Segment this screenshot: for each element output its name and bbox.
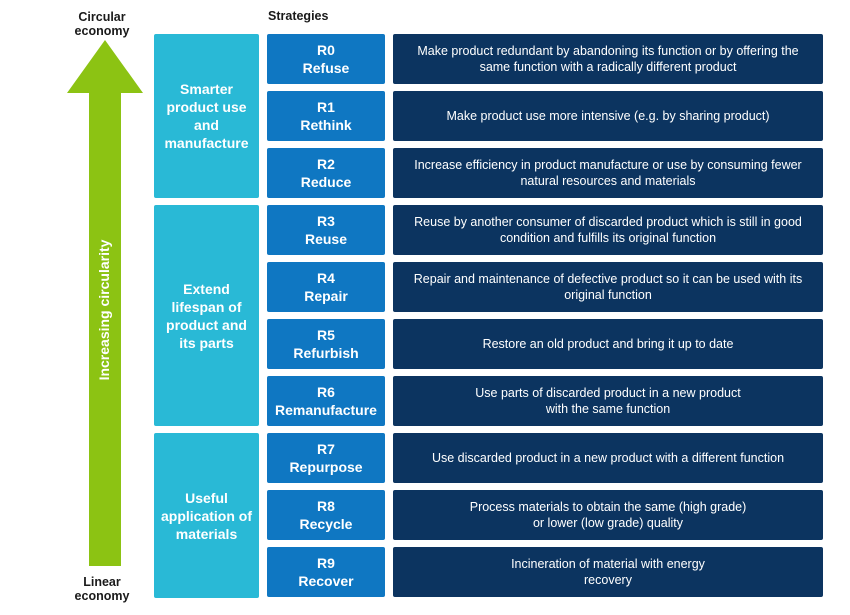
strategy-name: Repair <box>304 288 348 304</box>
description-text: Make product use more intensive (e.g. by… <box>446 109 770 123</box>
group-smarter-use: Smarter product use and manufacture <box>154 34 259 198</box>
group-label: Smarter product use and manufacture <box>164 81 249 151</box>
strategy-code: R3 <box>317 213 335 229</box>
strategy-description-r0: Make product redundant by abandoning its… <box>393 34 823 84</box>
strategy-description-r1: Make product use more intensive (e.g. by… <box>393 91 823 141</box>
increasing-circularity-arrow <box>67 40 143 566</box>
description-text: Use discarded product in a new product w… <box>431 451 785 465</box>
strategy-code: R9 <box>317 555 335 571</box>
description-text: Reuse by another consumer of discarded p… <box>414 215 802 245</box>
strategy-name: Refurbish <box>293 345 359 361</box>
strategy-code-r7: R7 Repurpose <box>267 433 385 483</box>
description-text: Restore an old product and bring it up t… <box>482 337 734 351</box>
strategy-name: Remanufacture <box>275 402 377 418</box>
strategy-description-r9: Incineration of material with energy rec… <box>393 547 823 597</box>
strategy-code: R8 <box>317 498 335 514</box>
strategy-code: R2 <box>317 156 335 172</box>
strategy-code-r0: R0 Refuse <box>267 34 385 84</box>
strategy-code-r4: R4 Repair <box>267 262 385 312</box>
strategy-code-r5: R5 Refurbish <box>267 319 385 369</box>
strategy-code: R0 <box>317 42 335 58</box>
strategy-name: Recycle <box>299 516 353 532</box>
strategy-code: R7 <box>317 441 335 457</box>
strategy-description-r6: Use parts of discarded product in a new … <box>393 376 823 426</box>
strategy-code-r3: R3 Reuse <box>267 205 385 255</box>
strategy-name: Refuse <box>302 60 350 76</box>
strategy-description-r4: Repair and maintenance of defective prod… <box>393 262 823 312</box>
group-useful-application: Useful application of materials <box>154 433 259 598</box>
strategy-description-r2: Increase efficiency in product manufactu… <box>393 148 823 198</box>
circular-economy-label: Circular economy <box>74 10 130 38</box>
linear-economy-label: Linear economy <box>74 575 130 603</box>
group-extend-lifespan: Extend lifespan of product and its parts <box>154 205 259 426</box>
strategy-name: Reuse <box>304 231 348 247</box>
strategy-name: Reduce <box>300 174 352 190</box>
strategy-description-r8: Process materials to obtain the same (hi… <box>393 490 823 540</box>
strategy-code: R5 <box>317 327 335 343</box>
strategy-name: Rethink <box>300 117 352 133</box>
strategy-description-r5: Restore an old product and bring it up t… <box>393 319 823 369</box>
strategy-description-r7: Use discarded product in a new product w… <box>393 433 823 483</box>
strategy-code: R4 <box>317 270 335 286</box>
arrow-shape <box>67 40 143 566</box>
strategy-code-r2: R2 Reduce <box>267 148 385 198</box>
strategy-description-r3: Reuse by another consumer of discarded p… <box>393 205 823 255</box>
strategy-code-r1: R1 Rethink <box>267 91 385 141</box>
strategies-title: Strategies <box>268 9 329 23</box>
increasing-circularity-label: Increasing circularity <box>96 239 112 381</box>
group-label: Useful application of materials <box>161 489 252 542</box>
strategy-code: R6 <box>317 384 335 400</box>
strategy-code: R1 <box>317 99 335 115</box>
description-text: Repair and maintenance of defective prod… <box>413 272 803 302</box>
description-text: Use parts of discarded product in a new … <box>475 386 741 416</box>
strategy-code-r9: R9 Recover <box>267 547 385 597</box>
description-text: Incineration of material with energy rec… <box>511 557 705 587</box>
description-text: Process materials to obtain the same (hi… <box>469 500 747 530</box>
strategy-code-r8: R8 Recycle <box>267 490 385 540</box>
strategy-code-r6: R6 Remanufacture <box>267 376 385 426</box>
strategy-name: Repurpose <box>289 459 363 475</box>
description-text: Make product redundant by abandoning its… <box>417 44 799 74</box>
group-label: Extend lifespan of product and its parts <box>166 280 247 351</box>
strategy-name: Recover <box>298 573 354 589</box>
description-text: Increase efficiency in product manufactu… <box>414 158 802 188</box>
